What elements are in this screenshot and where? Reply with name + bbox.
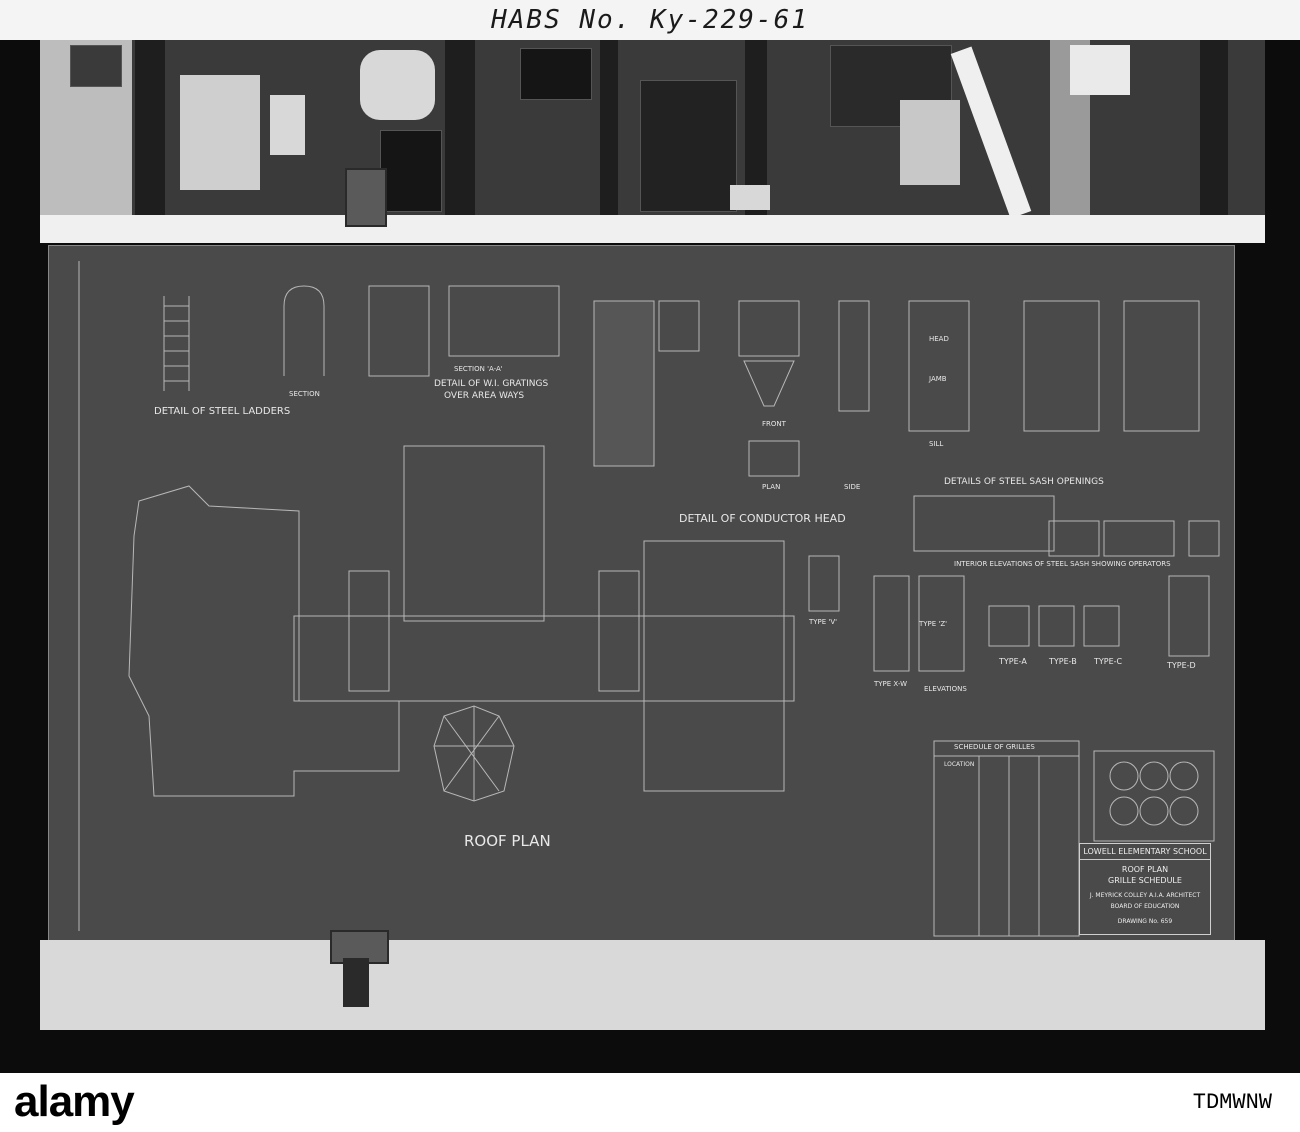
blueprint-drawing: ROOF PLAN DETAIL OF STEEL LADDERS SECTIO…	[78, 261, 1220, 937]
school-name: LOWELL ELEMENTARY SCHOOL	[1080, 844, 1210, 860]
bottom-wall	[40, 940, 1265, 1030]
shelf-post	[745, 40, 767, 220]
title-line-3: GRILLE SCHEDULE	[1108, 876, 1182, 885]
octagon-roof	[433, 705, 515, 802]
white-device	[360, 50, 435, 120]
box-25	[730, 185, 770, 210]
schedule-table	[933, 740, 1080, 937]
board: BOARD OF EDUCATION	[1110, 903, 1180, 910]
shelf-post	[135, 40, 165, 220]
blueprint-sheet: ROOF PLAN DETAIL OF STEEL LADDERS SECTIO…	[48, 245, 1235, 942]
type-b-label: TYPE-B	[1048, 657, 1077, 666]
shelf-post	[445, 40, 475, 220]
watermark-bar	[0, 1073, 1300, 1132]
image-id-value: TDMWNW	[1192, 1090, 1272, 1115]
roof-wing-left	[128, 485, 400, 797]
aluminum-box	[640, 80, 737, 212]
title-block: LOWELL ELEMENTARY SCHOOL ROOF PLAN GRILL…	[1079, 843, 1211, 935]
wall-strip	[40, 215, 1265, 243]
white-tube	[950, 46, 1032, 219]
gratings-section-label: SECTION 'A-A'	[454, 365, 503, 373]
elevations-label: ELEVATIONS	[924, 685, 967, 693]
front-label: FRONT	[762, 420, 787, 428]
shelf-post	[600, 40, 618, 220]
clip-top	[345, 168, 387, 227]
gratings-title-2: OVER AREA WAYS	[444, 391, 524, 401]
brand-logo: alamy	[14, 1077, 135, 1126]
location-header: LOCATION	[944, 761, 974, 768]
roof-wing-center	[403, 445, 545, 622]
type-d-label: TYPE-D	[1166, 661, 1196, 670]
roof-corridor	[293, 615, 795, 702]
side-label: SIDE	[844, 483, 860, 491]
schedule-title: SCHEDULE OF GRILLES	[954, 743, 1035, 751]
grille-pattern	[1093, 750, 1215, 842]
camera-item	[520, 48, 592, 100]
ladder-section	[283, 285, 325, 376]
type-a-label: TYPE-A	[998, 657, 1027, 666]
pe-box	[1070, 45, 1130, 95]
clip-bottom-stem	[343, 958, 369, 1007]
jamb-label: JAMB	[928, 375, 947, 383]
type-x-label: TYPE X-W	[873, 680, 907, 688]
gratings-title: DETAIL OF W.I. GRATINGS	[434, 379, 549, 389]
type-c-label: TYPE-C	[1093, 657, 1123, 666]
steel-ladders-title: DETAIL OF STEEL LADDERS	[154, 406, 290, 417]
shelf-item	[70, 45, 122, 87]
wall-panel	[180, 75, 260, 190]
image-id: TDMWNW	[1193, 1090, 1272, 1116]
plan-label: PLAN	[762, 483, 780, 491]
type-v-label: TYPE 'V'	[808, 618, 837, 626]
sill-label: SILL	[929, 440, 943, 448]
roof-wing-right	[643, 540, 785, 792]
box-60	[270, 95, 305, 155]
roof-plan-title: ROOF PLAN	[464, 832, 551, 850]
sash-openings-title: DETAILS OF STEEL SASH OPENINGS	[944, 477, 1104, 487]
type-z-label: TYPE 'Z'	[918, 620, 947, 628]
camera-item	[380, 130, 442, 212]
shelf-post	[1200, 40, 1228, 220]
monitor	[900, 100, 960, 185]
drawing-number: DRAWING No. 659	[1117, 918, 1173, 925]
title-line-2: ROOF PLAN	[1121, 865, 1169, 874]
section-label: SECTION	[289, 390, 320, 398]
head-label: HEAD	[929, 335, 949, 343]
photograph: HABS No. Ky-229-61	[0, 0, 1300, 1073]
storage-shelf	[40, 40, 1265, 230]
conductor-head-title: DETAIL OF CONDUCTOR HEAD	[679, 512, 846, 525]
habs-label: HABS No. Ky-229-61	[0, 0, 1300, 40]
interior-elevations-title: INTERIOR ELEVATIONS OF STEEL SASH SHOWIN…	[954, 560, 1171, 568]
architect: J. MEYRICK COLLEY A.I.A. ARCHITECT	[1089, 892, 1201, 899]
